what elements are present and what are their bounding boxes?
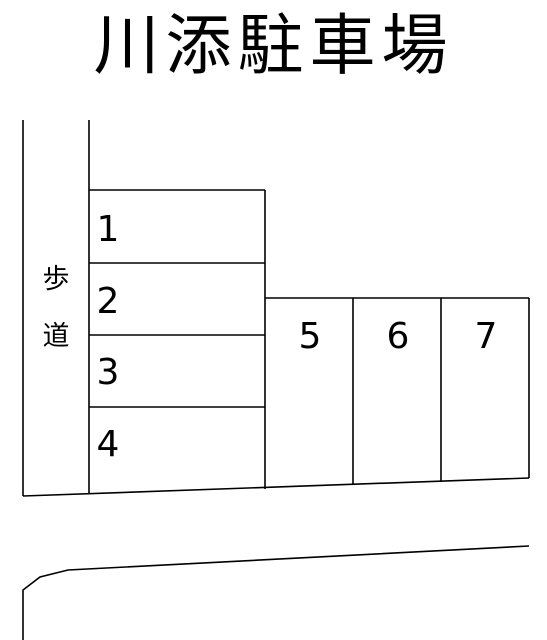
space-number-1: 1 <box>97 209 120 250</box>
space-number-5: 5 <box>299 316 322 357</box>
sidewalk-label-2: 道 <box>43 321 70 352</box>
space-number-4: 4 <box>97 424 120 465</box>
page-title: 川添駐車場 <box>93 7 454 84</box>
space-number-3: 3 <box>97 352 120 393</box>
road-edge-upper <box>22 477 530 497</box>
space-number-7: 7 <box>475 316 498 357</box>
space-number-6: 6 <box>387 316 410 357</box>
road-edge-lower <box>22 545 530 640</box>
sidewalk-label-1: 歩 <box>43 264 70 295</box>
space-number-2: 2 <box>97 281 120 322</box>
